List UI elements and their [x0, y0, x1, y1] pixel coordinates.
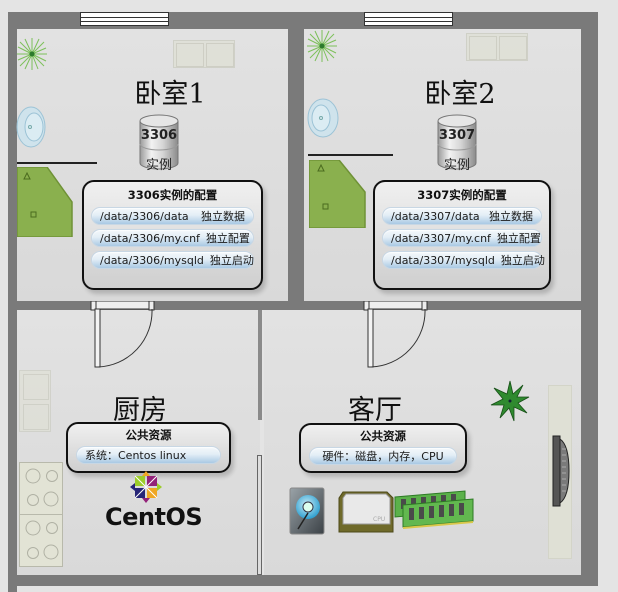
- plant-icon: [17, 38, 47, 70]
- room-title-bedroom1: 卧室1: [134, 79, 206, 110]
- instance-port-label: 3306: [140, 128, 178, 143]
- resources-panel-title: 公共资源: [125, 428, 172, 442]
- tv-icon: [552, 435, 570, 507]
- plant-icon: [307, 30, 337, 62]
- public-resources-panel-kitchen: 公共资源 系统：Centos linux: [66, 422, 231, 473]
- window-bedroom1: [80, 12, 169, 26]
- config-desc: 独立启动: [500, 254, 545, 267]
- config-panel-3307: 3307实例的配置 /data/3307/data 独立数据 /data/330…: [373, 180, 551, 290]
- shower-tray-icon: [309, 160, 366, 228]
- wall-bedroom-divider: [288, 12, 304, 310]
- config-desc: 独立配置: [496, 232, 541, 245]
- partition-upper: [258, 310, 262, 420]
- config-path: /data/3307/my.cnf: [391, 231, 491, 245]
- config-panel-3306: 3306实例的配置 /data/3306/data 独立数据 /data/330…: [82, 180, 263, 290]
- config-path: /data/3306/mysqld: [100, 253, 204, 267]
- config-panel-title: 3306实例的配置: [127, 188, 218, 202]
- database-icon: [139, 114, 179, 170]
- cpu-icon: CPU: [338, 491, 394, 533]
- resource-item-os: 系统：Centos linux: [76, 446, 221, 464]
- config-desc: 独立数据: [489, 210, 533, 223]
- sink-icon: [16, 106, 46, 148]
- partition-lower: [257, 455, 262, 575]
- config-path: /data/3306/my.cnf: [100, 231, 200, 245]
- plant-icon: [490, 380, 530, 422]
- config-desc: 独立启动: [209, 254, 254, 267]
- config-desc: 独立配置: [205, 232, 250, 245]
- cabinet-icon: [173, 40, 235, 68]
- cabinet-icon: [466, 33, 528, 61]
- config-path: /data/3307/data: [391, 209, 480, 223]
- resources-panel-title: 公共资源: [360, 429, 406, 443]
- centos-logo-icon: [130, 471, 162, 503]
- cpu-chip-text: CPU: [373, 516, 385, 523]
- room-title-bedroom2: 卧室2: [424, 79, 496, 110]
- config-item-data: /data/3306/data 独立数据: [91, 207, 254, 225]
- door-living-room-icon: [363, 301, 428, 368]
- config-item-cnf: /data/3306/my.cnf 独立配置: [91, 229, 254, 247]
- shower-rail: [17, 162, 97, 164]
- window-bedroom2: [364, 12, 453, 26]
- hard-disk-icon: [289, 487, 325, 535]
- wall-middle-horizontal: [8, 301, 598, 310]
- config-item-cnf: /data/3307/my.cnf 独立配置: [382, 229, 542, 247]
- config-desc: 独立数据: [201, 210, 245, 223]
- centos-logo-text: CentOS: [105, 503, 203, 531]
- database-icon: [437, 114, 477, 170]
- sink-icon: [307, 98, 339, 138]
- instance-label: 实例: [443, 158, 470, 173]
- config-panel-title: 3307实例的配置: [417, 188, 507, 202]
- counter-icon: [19, 370, 51, 432]
- room-title-living-room: 客厅: [348, 395, 402, 426]
- public-resources-panel-living-room: 公共资源 硬件：磁盘，内存，CPU: [299, 423, 467, 473]
- config-path: /data/3306/data: [100, 209, 189, 223]
- instance-port-label: 3307: [438, 128, 476, 143]
- config-item-data: /data/3307/data 独立数据: [382, 207, 542, 225]
- stove-icon: [19, 462, 63, 567]
- room-title-kitchen: 厨房: [113, 395, 167, 426]
- resource-text: 系统：Centos linux: [85, 449, 187, 462]
- resource-item-hardware: 硬件：磁盘，内存，CPU: [309, 447, 457, 465]
- config-path: /data/3307/mysqld: [391, 253, 495, 267]
- config-item-mysqld: /data/3307/mysqld 独立启动: [382, 251, 545, 269]
- shower-rail: [308, 154, 393, 156]
- config-item-mysqld: /data/3306/mysqld 独立启动: [91, 251, 254, 269]
- shower-tray-icon: [17, 167, 73, 237]
- resource-text: 硬件：磁盘，内存，CPU: [322, 450, 444, 463]
- wall-bottom: [8, 575, 598, 586]
- instance-label: 实例: [145, 158, 172, 173]
- memory-icon: [394, 490, 474, 529]
- wall-right: [581, 12, 598, 586]
- door-kitchen-icon: [90, 301, 155, 368]
